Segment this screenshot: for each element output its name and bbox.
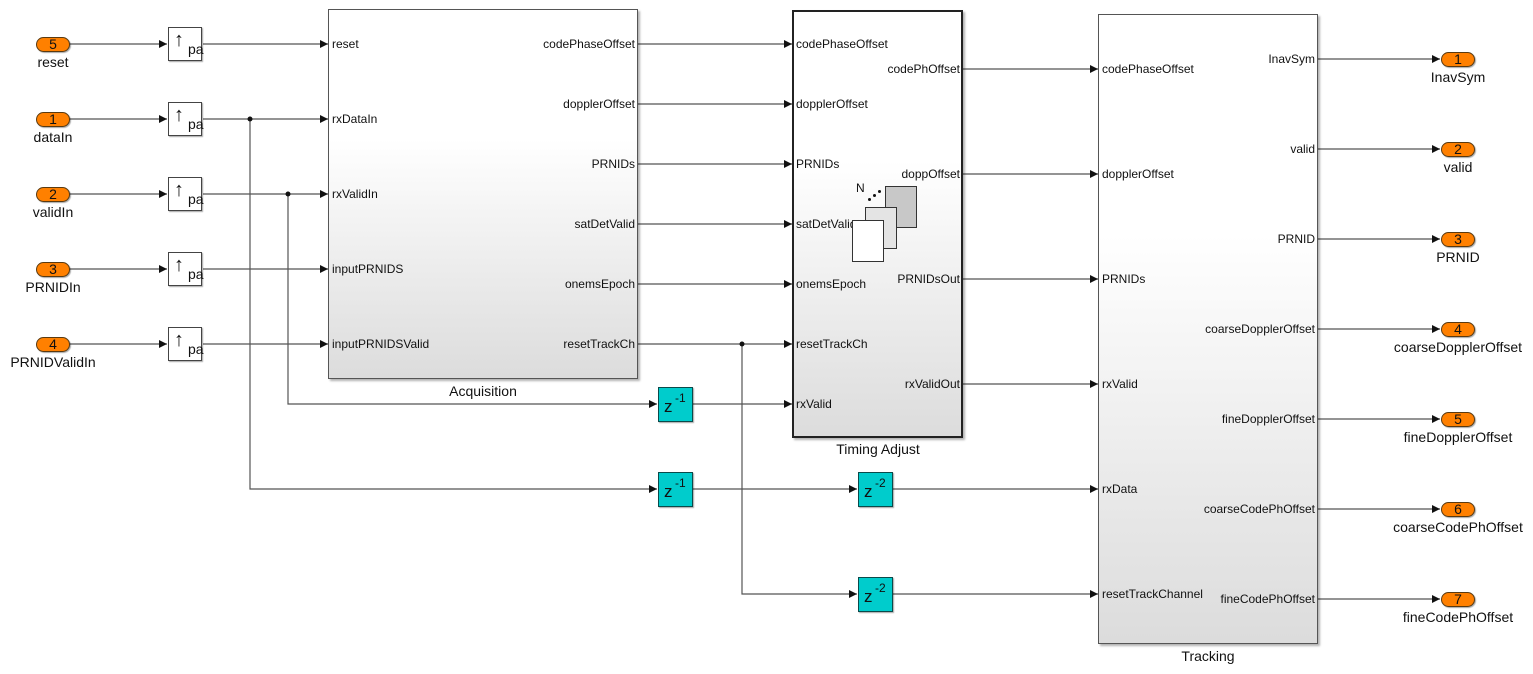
outport-label: fineCodePhOffset xyxy=(1402,609,1514,625)
icon-label: N xyxy=(856,181,865,195)
acquisition-title: Acquisition xyxy=(449,383,517,399)
delay-block[interactable]: z-2 xyxy=(858,577,893,612)
rate-transition-block[interactable]: ↑pa xyxy=(168,252,204,286)
outport-label: PRNID xyxy=(1436,249,1480,265)
up-arrow-icon: ↑ xyxy=(174,29,184,51)
acq-input-port: inputPRNIDSValid xyxy=(332,337,430,351)
outport-coarseDopplerOffset[interactable]: 4 xyxy=(1441,322,1475,337)
rate-transition-block[interactable]: ↑pa xyxy=(168,102,204,136)
inport-dataIn[interactable]: 1 xyxy=(36,112,70,127)
outport-label: fineDopplerOffset xyxy=(1403,429,1513,445)
trk-input-port: resetTrackChannel xyxy=(1102,587,1203,601)
outport-PRNID[interactable]: 3 xyxy=(1441,232,1475,247)
ta-input-port: satDetValid xyxy=(796,217,852,231)
outport-fineDopplerOffset[interactable]: 5 xyxy=(1441,412,1475,427)
wire xyxy=(287,194,657,408)
up-arrow-icon: ↑ xyxy=(174,254,184,276)
inport-PRNIDValidIn[interactable]: 4 xyxy=(36,337,70,352)
acq-output-port: dopplerOffset xyxy=(563,97,635,111)
inport-validIn[interactable]: 2 xyxy=(36,187,70,202)
up-arrow-icon: ↑ xyxy=(174,179,184,201)
ta-input-port: PRNIDs xyxy=(796,157,840,171)
ta-output-port: PRNIDsOut xyxy=(897,272,960,286)
inport-PRNIDIn[interactable]: 3 xyxy=(36,262,70,277)
inport-label: reset xyxy=(37,54,69,70)
ta-input-port: codePhaseOffset xyxy=(796,37,888,51)
acq-output-port: resetTrackCh xyxy=(563,337,635,351)
outport-fineCodePhOffset[interactable]: 7 xyxy=(1441,592,1475,607)
trk-input-port: rxValid xyxy=(1102,377,1138,391)
block-text: pa xyxy=(188,41,204,57)
acq-output-port: onemsEpoch xyxy=(564,277,635,291)
delay-block[interactable]: z-2 xyxy=(858,472,893,507)
acq-input-port: reset xyxy=(332,37,359,51)
rate-transition-block[interactable]: ↑pa xyxy=(168,327,204,361)
unit-delay-block[interactable]: z-1 xyxy=(658,387,693,422)
trk-input-port: rxData xyxy=(1102,482,1138,496)
wire xyxy=(741,344,857,598)
acq-input-port: rxValidIn xyxy=(332,187,378,201)
block-text: pa xyxy=(188,191,204,207)
junction-dot xyxy=(739,341,745,347)
tracking-subsystem[interactable] xyxy=(1098,14,1318,644)
ta-input-port: onemsEpoch xyxy=(796,277,867,291)
trk-input-port: PRNIDs xyxy=(1102,272,1146,286)
rate-transition-block[interactable]: ↑pa xyxy=(168,177,204,211)
ta-output-port: doppOffset xyxy=(901,167,961,181)
ta-input-port: rxValid xyxy=(796,397,832,411)
inport-label: PRNIDValidIn xyxy=(10,354,96,370)
acquisition-subsystem[interactable] xyxy=(328,9,638,379)
ta-input-port: resetTrackCh xyxy=(796,337,868,351)
acq-output-port: PRNIDs xyxy=(591,157,635,171)
acq-output-port: codePhaseOffset xyxy=(543,37,635,51)
trk-output-port: coarseDopplerOffset xyxy=(1205,322,1315,336)
junction-dot xyxy=(247,116,253,122)
outport-coarseCodePhOffset[interactable]: 6 xyxy=(1441,502,1475,517)
trk-output-port: InavSym xyxy=(1268,52,1315,66)
ta-output-port: codePhOffset xyxy=(887,62,961,76)
trk-output-port: coarseCodePhOffset xyxy=(1203,502,1315,516)
trk-output-port: fineCodePhOffset xyxy=(1220,592,1315,606)
acq-input-port: inputPRNIDS xyxy=(332,262,404,276)
trk-input-port: codePhaseOffset xyxy=(1102,62,1194,76)
outport-label: coarseCodePhOffset xyxy=(1393,519,1523,535)
block-text: pa xyxy=(188,116,204,132)
trk-output-port: fineDopplerOffset xyxy=(1221,412,1315,426)
ta-input-port: dopplerOffset xyxy=(796,97,868,111)
up-arrow-icon: ↑ xyxy=(174,329,184,351)
tracking-title: Tracking xyxy=(1181,648,1235,664)
outport-label: valid xyxy=(1443,159,1473,175)
inport-label: dataIn xyxy=(33,129,73,145)
trk-output-port: PRNID xyxy=(1277,232,1315,246)
inport-label: validIn xyxy=(32,204,74,220)
trk-output-port: valid xyxy=(1290,142,1315,156)
outport-label: InavSym xyxy=(1430,69,1486,85)
ta-output-port: rxValidOut xyxy=(904,377,960,391)
wire xyxy=(249,119,657,493)
outport-InavSym[interactable]: 1 xyxy=(1441,52,1475,67)
acq-output-port: satDetValid xyxy=(574,217,635,231)
block-text: pa xyxy=(188,341,204,357)
inport-reset[interactable]: 5 xyxy=(36,37,70,52)
outport-valid[interactable]: 2 xyxy=(1441,142,1475,157)
block-text: pa xyxy=(188,266,204,282)
junction-dot xyxy=(285,191,291,197)
outport-label: coarseDopplerOffset xyxy=(1393,339,1523,355)
unit-delay-block[interactable]: z-1 xyxy=(658,472,693,507)
trk-input-port: dopplerOffset xyxy=(1102,167,1174,181)
up-arrow-icon: ↑ xyxy=(174,104,184,126)
inport-label: PRNIDIn xyxy=(25,279,81,295)
acq-input-port: rxDataIn xyxy=(332,112,378,126)
rate-transition-block[interactable]: ↑pa xyxy=(168,27,204,61)
timing-adjust-title: Timing Adjust xyxy=(836,441,920,457)
